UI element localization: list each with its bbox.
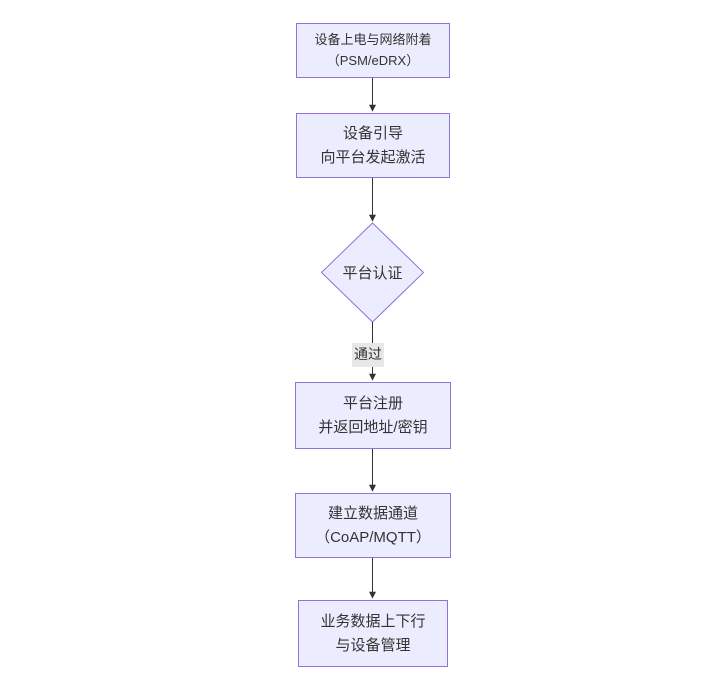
flow-node-auth-label: 平台认证: [342, 265, 403, 282]
node-label-line1: 设备上电与网络附着: [314, 32, 432, 48]
flow-node-power-attach: 设备上电与网络附着 （PSM/eDRX）: [296, 23, 450, 78]
node-label-line2: （CoAP/MQTT）: [315, 528, 431, 546]
edge-label-pass: 通过: [352, 343, 384, 367]
flow-node-bootstrap: 设备引导 向平台发起激活: [296, 113, 450, 178]
node-label-line2: 与设备管理: [335, 636, 411, 654]
node-label-line1: 设备引导: [342, 125, 403, 143]
flow-node-channel: 建立数据通道 （CoAP/MQTT）: [295, 493, 451, 558]
node-label-line1: 业务数据上下行: [320, 613, 426, 631]
node-label-line2: （PSM/eDRX）: [326, 52, 420, 68]
node-label-line1: 建立数据通道: [327, 505, 418, 523]
flow-node-register: 平台注册 并返回地址/密钥: [295, 382, 451, 449]
node-label-line1: 平台注册: [342, 395, 403, 413]
node-label-line2: 并返回地址/密钥: [318, 418, 428, 436]
node-label-line2: 向平台发起激活: [320, 148, 426, 166]
flow-node-business: 业务数据上下行 与设备管理: [298, 600, 448, 667]
